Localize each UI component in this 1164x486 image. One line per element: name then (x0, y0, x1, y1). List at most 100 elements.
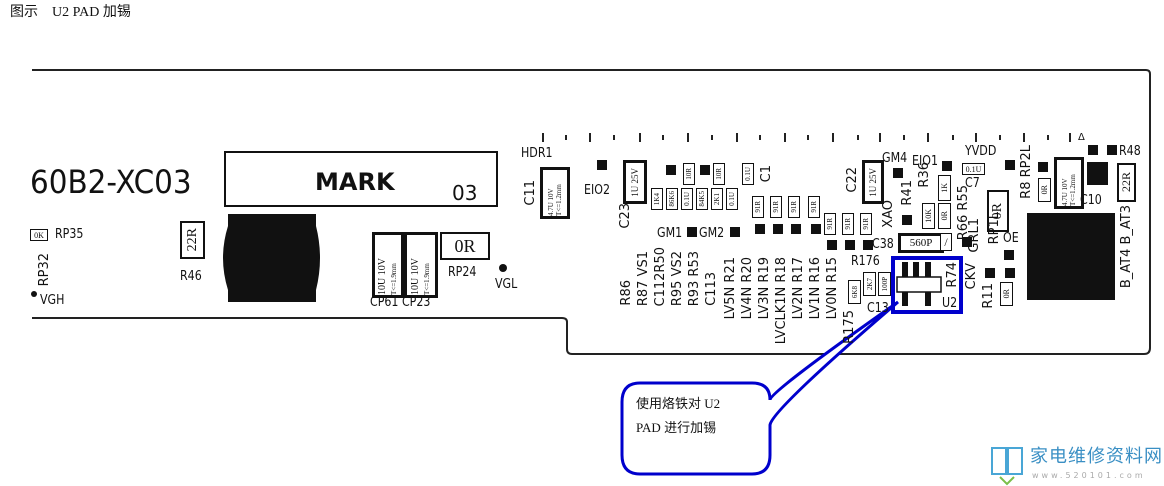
pad (893, 168, 903, 178)
cap-0-1u: 0.1U (726, 188, 738, 210)
c13-label: C13 (867, 301, 889, 316)
resistor-10r: 10R (683, 163, 695, 185)
cp23-cap: 10U 10V T<=1.9mm (404, 232, 438, 298)
rp1l-label: RP1L (987, 212, 1002, 245)
r36-label: R36 (917, 162, 932, 188)
mark-number: 03 (452, 181, 478, 205)
c13-value: 100P (878, 272, 891, 296)
oe-label: OE (1003, 231, 1019, 246)
resistor-0r: 0R (938, 203, 951, 229)
r55-value: 0R (987, 190, 1009, 232)
r41-value: 10K (922, 203, 935, 229)
r41-label: R41 (900, 180, 915, 206)
pad (1088, 145, 1098, 155)
resistor-2k1: 2K1 (711, 188, 723, 210)
pad (1107, 145, 1117, 155)
c1-label: C1 (759, 165, 774, 183)
pad (773, 224, 783, 234)
r176-label: R176 (851, 254, 880, 269)
resistor-91r: 91R (788, 196, 800, 218)
label-lv5n-r21: LV5N R21 (723, 257, 738, 320)
resistor-86k6: 86K6 (666, 188, 678, 210)
pad (687, 227, 697, 237)
label-lvclk1n-r18: LVCLK1N R18 (774, 257, 789, 345)
ckv-label: CKV (964, 263, 979, 290)
r46-label: R46 (180, 269, 202, 284)
callout-bubble (620, 300, 899, 476)
label-r95-vs2: R95 VS2 (670, 250, 685, 306)
c22-label: C22 (845, 167, 860, 193)
u2-label: U2 (942, 296, 958, 311)
pad (1005, 160, 1015, 170)
resistor-91r: 91R (860, 213, 872, 235)
xao-label: XAO (881, 200, 896, 228)
gm1-label: GM1 (657, 226, 683, 241)
hdr1-label: HDR1 (521, 146, 553, 161)
pad (791, 224, 801, 234)
delta-marker: Δ (1078, 132, 1085, 143)
inductor-pad (223, 214, 320, 302)
pad (902, 215, 912, 225)
rp35-value: 0K (30, 229, 48, 241)
c23-cap: 1U 25V (623, 160, 647, 204)
resistor-1k4: 1K4 (651, 188, 663, 210)
header-pins (542, 133, 1071, 142)
pad (962, 237, 972, 247)
c7-value: 0.1U (962, 163, 985, 175)
yvdd-label: YVDD (965, 144, 997, 159)
pad (942, 161, 952, 171)
resistor-91r: 91R (752, 196, 764, 218)
label-r86: R86 (619, 280, 634, 306)
label-r93-r53: R93 R53 (687, 250, 702, 306)
gm2-label: GM2 (699, 226, 725, 241)
vgl-label: VGL (495, 277, 518, 292)
r175-value: 6K8 (848, 280, 861, 304)
cap-0-1u: 0.1U (681, 188, 693, 210)
label-lv2n-r17: LV2N R17 (791, 257, 806, 320)
eio2-label: EIO2 (584, 183, 610, 198)
label-lv0n-r15: LV0N R15 (825, 257, 840, 320)
c11-label: C11 (523, 180, 538, 206)
label-group-b: LV5N R21 LV4N R20 LV3N R19 LVCLK1N R18 L… (723, 257, 840, 345)
resistor-91r: 91R (842, 213, 854, 235)
figure-caption: 图示 U2 PAD 加锡 (10, 5, 131, 20)
cap-0-1u: 0.1U (742, 163, 754, 185)
callout-line-1: 使用烙铁对 U2 (636, 396, 721, 411)
c38-value: 560P (898, 233, 944, 253)
label-c112-r50: C112R50 (653, 246, 668, 306)
resistor-91r: 91R (808, 196, 820, 218)
pad (985, 268, 995, 278)
watermark-book-icon (991, 447, 1023, 486)
pad (730, 227, 740, 237)
c11-cap: 4.7U 10V T<=1.2mm (540, 167, 570, 219)
pad (845, 240, 855, 250)
board-model: 60B2-XC03 (30, 163, 192, 201)
c10-cap: 4.7U 10V T<=1.2mm (1054, 157, 1084, 209)
eio1-label: EIO1 (912, 154, 938, 169)
slash-marker: / (940, 233, 952, 251)
r36-value: 1K (938, 175, 951, 201)
b-at-labels: B_AT4 B_AT3 (1119, 205, 1134, 289)
resistor-84k5: 84K5 (696, 188, 708, 210)
grl1-label: GRL1 (967, 218, 982, 253)
watermark-url: www.520101.com (1032, 471, 1146, 480)
label-lv4n-r20: LV4N R20 (740, 257, 755, 320)
callout-line-2: PAD 进行加锡 (636, 420, 717, 435)
pad (755, 224, 765, 234)
label-group-a: R86 R87 VS1 C112R50 R95 VS2 R93 R53 C113 (619, 240, 719, 306)
r48-label: R48 (1119, 144, 1141, 159)
pad (700, 165, 710, 175)
pad (811, 224, 821, 234)
pad (1038, 162, 1048, 172)
r48-value: 22R (1117, 163, 1136, 202)
label-lv3n-r19: LV3N R19 (757, 257, 772, 320)
rp24-value: 0R (440, 232, 490, 260)
label-c113: C113 (704, 272, 719, 306)
r8-rp2l-label: R8 RP2L (1019, 145, 1034, 199)
rp32-label: RP32 (37, 253, 52, 287)
pad (827, 240, 837, 250)
r74-label: R74 (945, 262, 960, 288)
rp35-label: RP35 (55, 227, 84, 242)
c10-label: C10 (1080, 193, 1102, 208)
